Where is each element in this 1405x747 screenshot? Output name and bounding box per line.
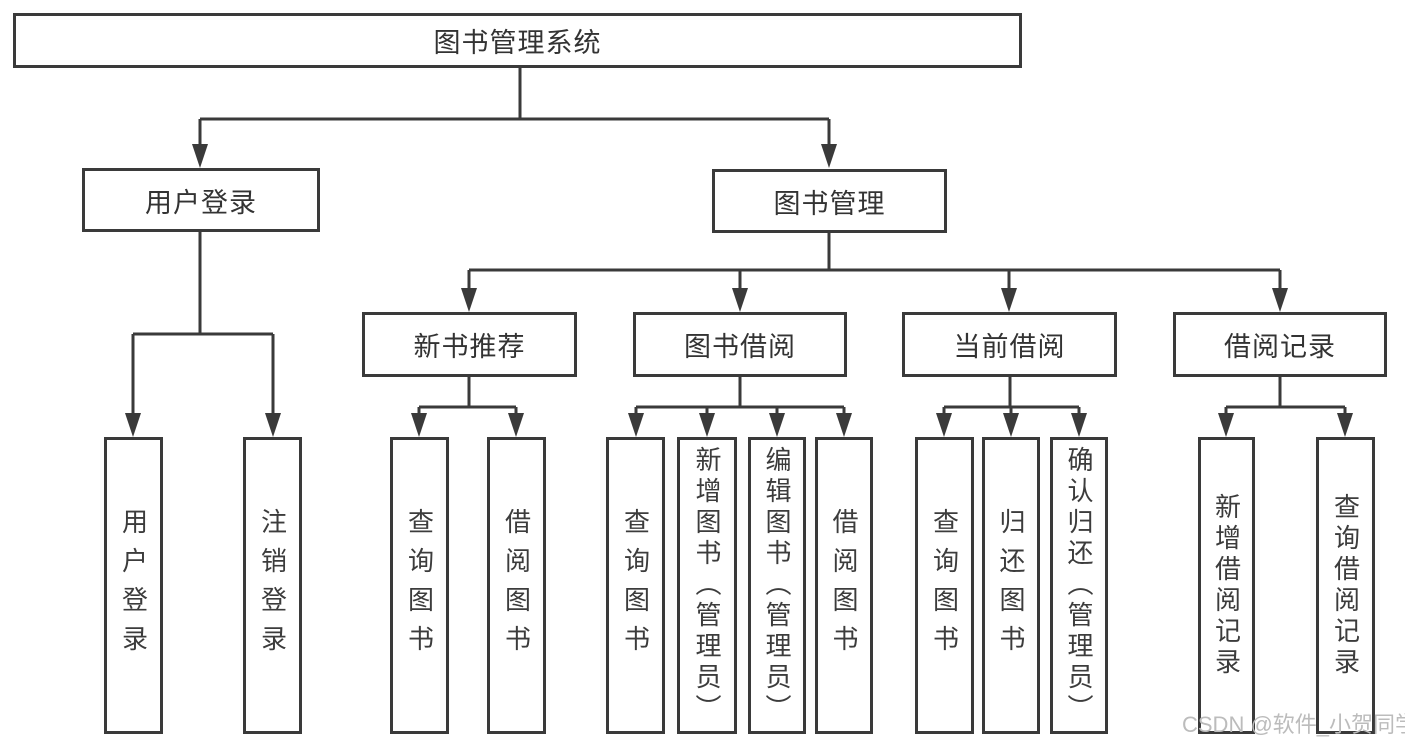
node-new-book-recommendation: 新书推荐 [362,312,577,377]
node-current-borrowing: 当前借阅 [902,312,1117,377]
node-book-management: 图书管理 [712,169,947,233]
leaf-query-books-borrow: 查询图书 [606,437,665,734]
leaf-query-books-recommend: 查询图书 [390,437,449,734]
leaf-edit-book-admin: 编辑图书（管理员） [748,437,806,734]
leaf-query-books-recommend-label: 查询图书 [404,507,435,664]
leaf-add-book-admin: 新增图书（管理员） [677,437,737,734]
leaf-add-borrow-record-label: 新增借阅记录 [1211,492,1242,679]
node-new-book-recommendation-label: 新书推荐 [413,332,526,362]
leaf-logout-label: 注销登录 [257,507,288,664]
node-library-management-system-label: 图书管理系统 [433,28,602,58]
leaf-borrow-books-recommend-label: 借阅图书 [501,507,532,664]
node-library-management-system: 图书管理系统 [13,13,1022,68]
leaf-edit-book-admin-label: 编辑图书（管理员） [762,446,792,725]
node-current-borrowing-label: 当前借阅 [953,332,1066,362]
node-borrowing-records: 借阅记录 [1173,312,1387,377]
leaf-borrow-books: 借阅图书 [815,437,873,734]
leaf-user-login-label: 用户登录 [118,507,149,664]
node-book-management-label: 图书管理 [773,188,886,219]
leaf-query-borrow-record: 查询借阅记录 [1316,437,1375,734]
leaf-confirm-return-admin: 确认归还（管理员） [1050,437,1108,734]
node-user-login-label: 用户登录 [145,187,257,218]
leaf-confirm-return-admin-label: 确认归还（管理员） [1064,446,1094,725]
node-borrowing-records-label: 借阅记录 [1224,332,1336,362]
node-user-login: 用户登录 [82,168,320,232]
leaf-borrow-books-label: 借阅图书 [829,507,859,664]
leaf-add-book-admin-label: 新增图书（管理员） [692,446,722,725]
leaf-query-books-current: 查询图书 [915,437,974,734]
leaf-query-borrow-record-label: 查询借阅记录 [1330,492,1361,679]
leaf-user-login: 用户登录 [104,437,163,734]
csdn-watermark: CSDN @软件_小贺同学 [1182,712,1405,737]
leaf-query-books-borrow-label: 查询图书 [620,507,651,664]
node-book-borrowing-label: 图书借阅 [684,332,796,362]
node-book-borrowing: 图书借阅 [633,312,847,377]
leaf-return-book: 归还图书 [982,437,1040,734]
leaf-logout: 注销登录 [243,437,302,734]
leaf-return-book-label: 归还图书 [996,507,1026,664]
leaf-add-borrow-record: 新增借阅记录 [1198,437,1255,734]
leaf-query-books-current-label: 查询图书 [929,507,960,664]
leaf-borrow-books-recommend: 借阅图书 [487,437,546,734]
